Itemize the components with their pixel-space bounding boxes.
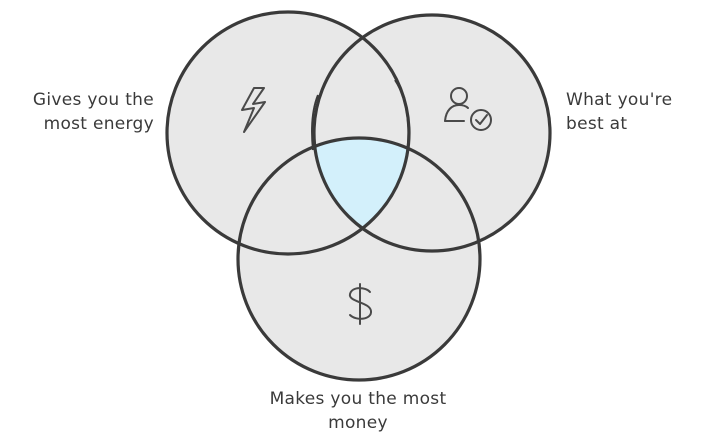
label-money-line-1: Makes you the most: [269, 389, 447, 409]
user-check-icon: [444, 87, 492, 131]
circle-money-outline: [236, 136, 482, 382]
label-best-line-2: best at: [566, 114, 628, 134]
label-money-line-2: money: [328, 413, 388, 433]
circle-fills: [167, 12, 550, 380]
label-energy-line-1: Gives you the: [32, 90, 154, 110]
label-energy-line-2: most energy: [43, 114, 154, 134]
circle-best-outline: [312, 13, 552, 253]
label-best-at: What you're best at: [566, 88, 672, 136]
circle-outlines: [165, 10, 552, 382]
dollar-sign-icon: [349, 283, 372, 325]
circle-money-fill: [238, 138, 480, 380]
lightning-bolt-icon: [241, 87, 266, 133]
circle-energy-sketch: [394, 79, 410, 166]
circle-best-sketch: [311, 94, 319, 151]
label-best-line-1: What you're: [566, 90, 673, 110]
label-gives-energy: Gives you the most energy: [33, 88, 154, 136]
label-makes-money: Makes you the most money: [260, 387, 456, 435]
